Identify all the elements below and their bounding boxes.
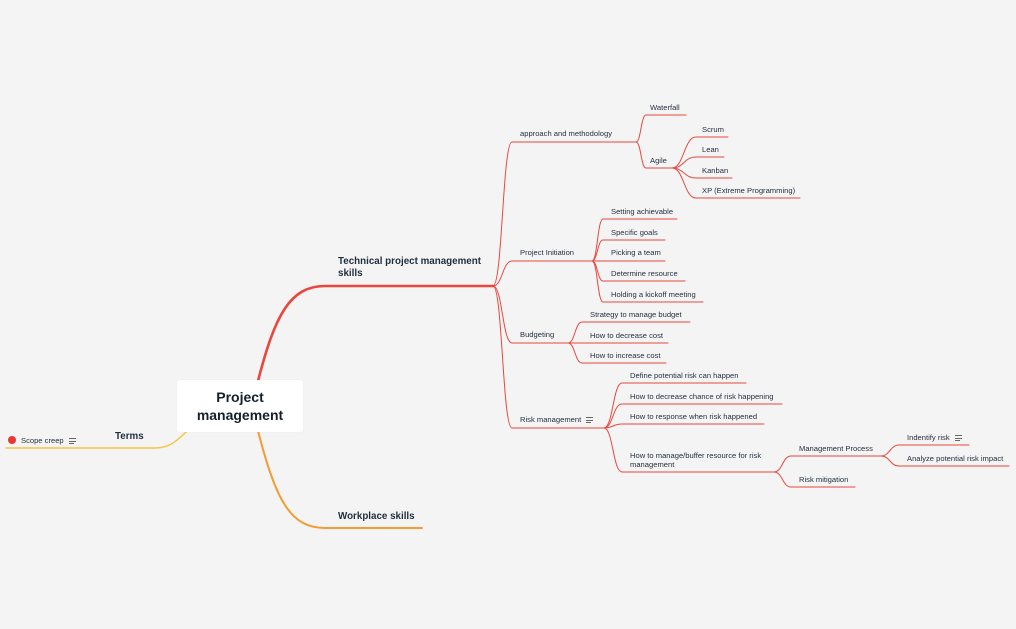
topic-xp[interactable]: XP (Extreme Programming) [702, 186, 796, 195]
connector-identify-risk [880, 444, 970, 457]
connector-technical [256, 284, 495, 383]
topic-scope-creep[interactable]: Scope creep [21, 436, 76, 446]
connector-risk [492, 285, 605, 429]
note-icon[interactable] [954, 434, 962, 443]
topic-budgeting[interactable]: Budgeting [520, 330, 555, 339]
note-icon[interactable] [68, 437, 76, 446]
topic-identify-risk[interactable]: Indentify risk [907, 433, 962, 443]
connector-manage-buffer [603, 427, 775, 473]
topic-manage-budget[interactable]: Strategy to manage budget [590, 310, 682, 319]
connector-xp [671, 167, 801, 199]
connector-specific-goals [591, 239, 666, 262]
topic-kanban[interactable]: Kanban [702, 166, 729, 175]
topic-approach-methodology[interactable]: approach and methodology [520, 129, 613, 138]
connector-management-process [773, 455, 882, 473]
red-dot-marker [8, 436, 16, 444]
connector-waterfall [635, 114, 687, 143]
topic-setting-achievable[interactable]: Setting achievable [611, 207, 674, 216]
connector-lean [671, 156, 725, 169]
connector-analyze-risk [880, 455, 1010, 467]
topic-increase-cost[interactable]: How to increase cost [590, 351, 661, 360]
topic-manage-buffer-resource[interactable]: How to manage/buffer resource for risk m… [630, 451, 762, 469]
connector-increase-cost [567, 342, 667, 364]
topic-agile[interactable]: Agile [650, 156, 667, 165]
connector-approach [492, 141, 637, 287]
connector-budgeting [492, 285, 569, 344]
connector-response-risk [603, 423, 765, 429]
topic-picking-team[interactable]: Picking a team [611, 248, 661, 257]
topic-technical-skills[interactable]: Technical project management skills [338, 256, 482, 279]
connector-initiation [492, 260, 593, 287]
connector-decrease-risk [603, 403, 783, 429]
connector-manage-budget [567, 321, 691, 344]
topic-kickoff-meeting[interactable]: Holding a kickoff meeting [611, 290, 696, 299]
topic-scrum[interactable]: Scrum [702, 125, 724, 134]
topic-lean[interactable]: Lean [702, 145, 719, 154]
topic-specific-goals[interactable]: Specific goals [611, 228, 658, 237]
topic-workplace-skills[interactable]: Workplace skills [338, 511, 415, 522]
topic-determine-resource[interactable]: Determine resource [611, 269, 678, 278]
topic-risk-mitigation[interactable]: Risk mitigation [799, 475, 849, 484]
topic-project-initiation[interactable]: Project Initiation [520, 248, 575, 257]
connector-workplace [257, 430, 423, 529]
topic-terms[interactable]: Terms [115, 431, 144, 442]
topic-decrease-risk[interactable]: How to decrease chance of risk happening [630, 392, 774, 401]
topic-risk-management[interactable]: Risk management [520, 415, 594, 425]
connector-risk-mitigation [773, 471, 856, 488]
topic-management-process[interactable]: Management Process [799, 444, 873, 453]
topic-analyze-risk-impact[interactable]: Analyze potential risk impact [907, 454, 1004, 463]
connector-agile [635, 141, 673, 169]
topic-response-risk[interactable]: How to response when risk happened [630, 412, 758, 421]
topic-decrease-cost[interactable]: How to decrease cost [590, 331, 664, 340]
note-icon[interactable] [586, 416, 594, 425]
connector-scrum [671, 136, 729, 169]
topic-define-risk[interactable]: Define potential risk can happen [630, 371, 739, 380]
root-topic[interactable]: Project management [177, 380, 303, 432]
connector-define-risk [603, 382, 747, 429]
topic-waterfall[interactable]: Waterfall [650, 103, 680, 112]
connector-terms [5, 430, 188, 449]
connector-kickoff [591, 260, 704, 303]
